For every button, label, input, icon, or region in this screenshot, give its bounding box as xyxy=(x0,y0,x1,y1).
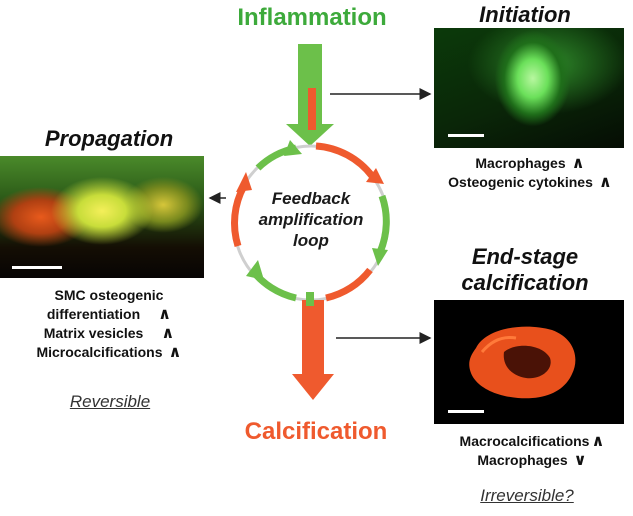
initiation-micrograph xyxy=(434,28,624,148)
endstage-note: Irreversible? xyxy=(480,486,574,505)
propagation-heading: Propagation xyxy=(44,126,174,151)
loop-label-line2: amplification xyxy=(258,210,364,229)
calcification-arrow xyxy=(292,292,334,400)
initiation-item: Macrophages∧ xyxy=(475,155,585,172)
initiation-item: Osteogenic cytokines∧ xyxy=(448,174,612,191)
endstage-heading-line1: End-stage xyxy=(471,244,579,269)
propagation-scale-bar xyxy=(12,266,62,269)
loop-label-line1: Feedback xyxy=(271,189,351,208)
propagation-note: Reversible xyxy=(69,392,151,411)
inflammation-title: Inflammation xyxy=(237,4,387,31)
endstage-item: Macrocalcifications∧ xyxy=(459,433,605,450)
endstage-list: Macrocalcifications∧ Macrophages∨ xyxy=(432,432,632,470)
propagation-list: SMC osteogenic differentiation∧ Matrix v… xyxy=(2,286,216,362)
propagation-micrograph xyxy=(0,156,204,278)
endstage-calcification-shape xyxy=(469,326,576,399)
endstage-heading-line2: calcification xyxy=(461,270,589,295)
inflammation-arrow xyxy=(286,44,334,146)
propagation-item: SMC osteogenic xyxy=(54,287,164,303)
endstage-micrograph xyxy=(434,300,624,424)
initiation-scale-bar xyxy=(448,134,484,137)
propagation-item: Microcalcifications∧ xyxy=(36,344,182,361)
propagation-item: Matrix vesicles∧ xyxy=(43,325,175,342)
initiation-heading: Initiation xyxy=(479,2,571,27)
initiation-list: Macrophages∧ Osteogenic cytokines∧ xyxy=(430,154,630,192)
endstage-heading: End-stage calcification xyxy=(440,244,610,296)
endstage-item: Macrophages∨ xyxy=(477,452,587,469)
propagation-item: differentiation∧ xyxy=(46,306,172,323)
loop-label-line3: loop xyxy=(293,231,329,250)
feedback-loop-label: Feedback amplification loop xyxy=(246,188,376,251)
endstage-scale-bar xyxy=(448,410,484,413)
calcification-title: Calcification xyxy=(244,418,388,445)
